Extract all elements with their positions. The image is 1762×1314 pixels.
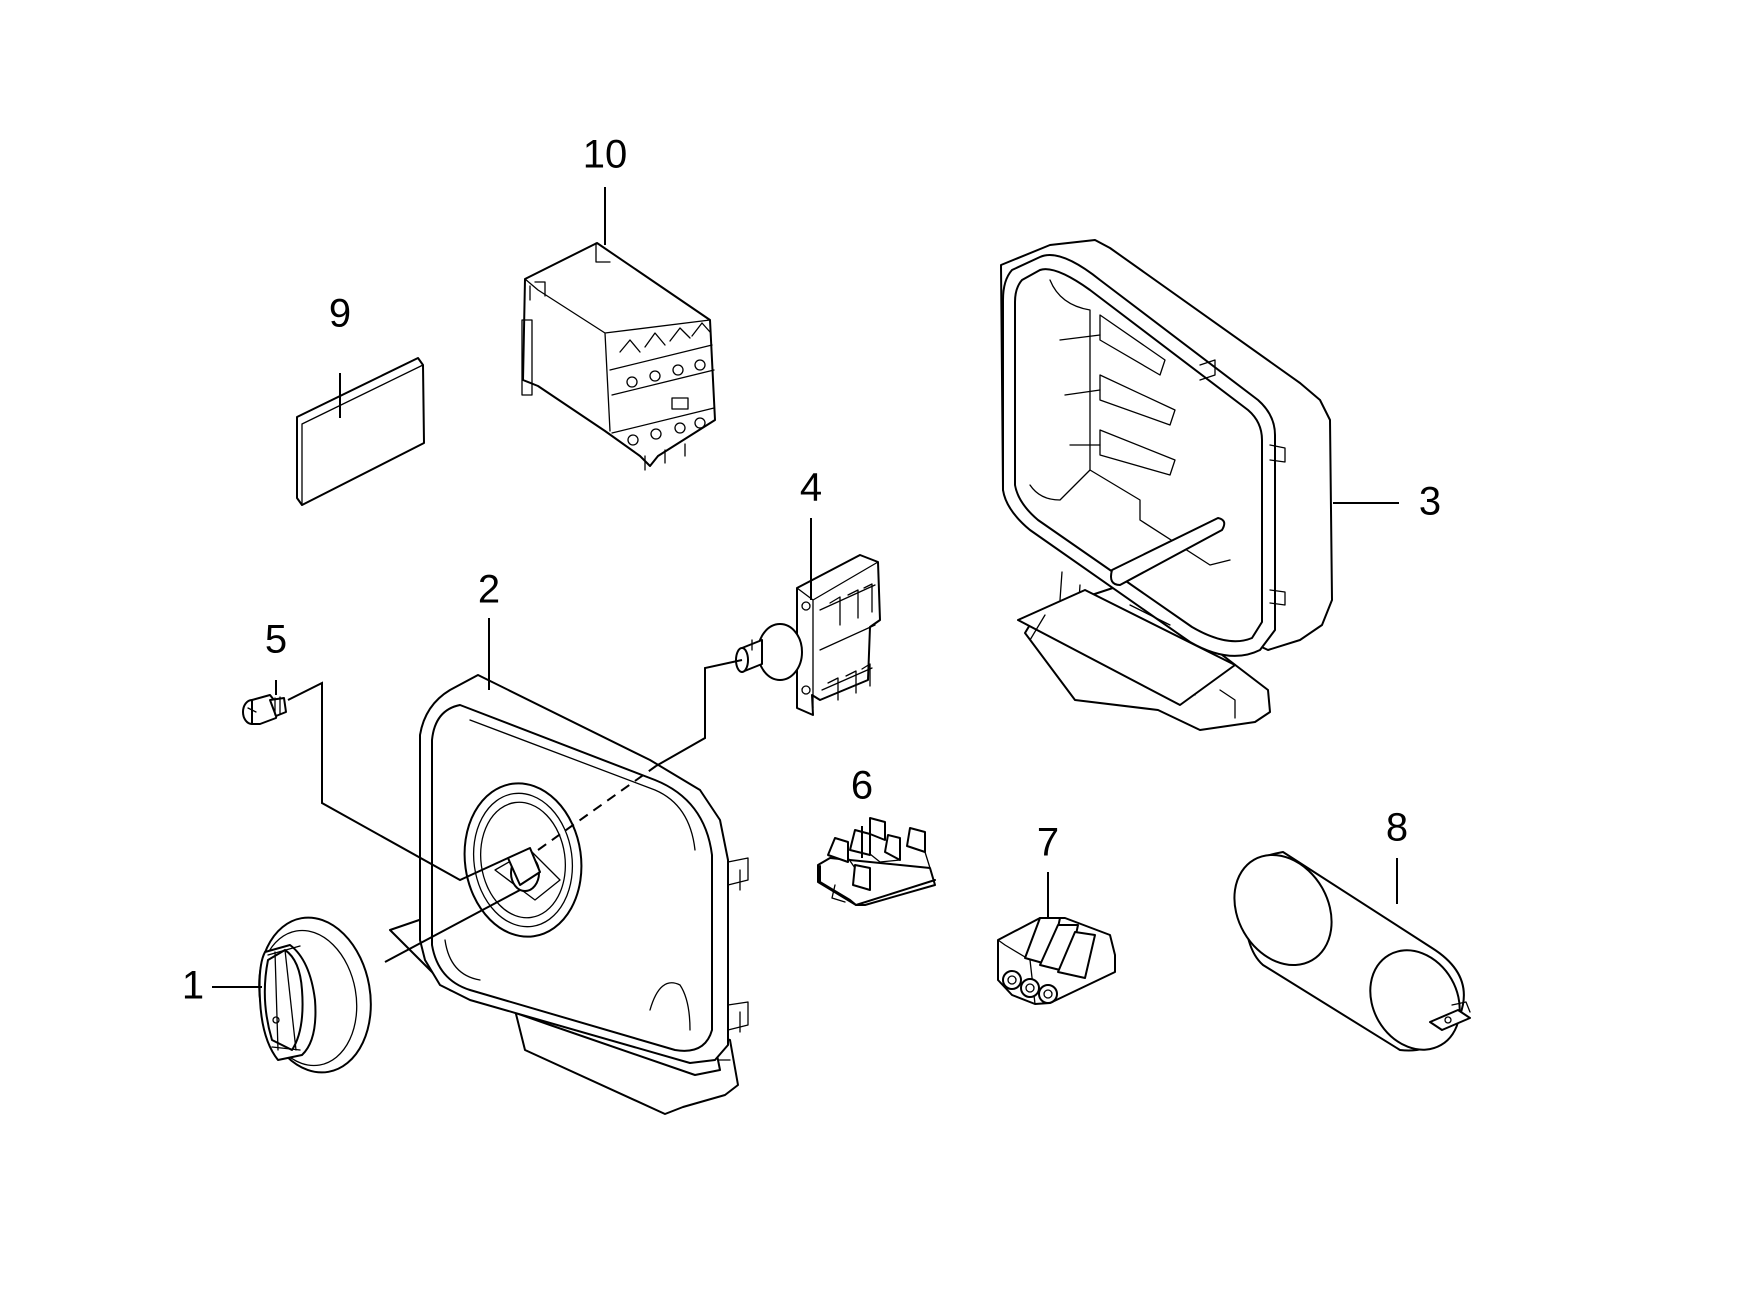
callout-2: 2 [478,568,500,612]
assembly-line-switch [655,659,743,767]
callout-6: 6 [851,764,873,808]
part-1-knob [258,916,372,1074]
part-4-switch [735,554,881,716]
assembly-line-screw [287,681,509,882]
callout-5: 5 [265,618,287,662]
part-3-housing [1000,239,1333,731]
callout-1: 1 [182,964,204,1008]
part-6-terminal-bracket [817,817,936,906]
assembly-line-knob [384,889,521,963]
part-10-contactor [521,242,716,471]
callout-4: 4 [800,466,822,510]
part-7-terminal-block [997,917,1116,1005]
part-5-screw [242,694,287,725]
callout-9: 9 [329,292,351,336]
callout-7: 7 [1037,821,1059,865]
leader-lines [212,187,1399,988]
assembly-line-axis [537,765,657,851]
callout-8: 8 [1386,806,1408,850]
part-2-cover [389,674,749,1115]
part-9-plate [296,357,425,506]
callout-labels: 1 2 3 4 5 6 7 8 9 10 [182,133,1441,1008]
callout-10: 10 [583,133,628,177]
callout-3: 3 [1419,480,1441,524]
part-8-capacitor [1233,851,1471,1052]
